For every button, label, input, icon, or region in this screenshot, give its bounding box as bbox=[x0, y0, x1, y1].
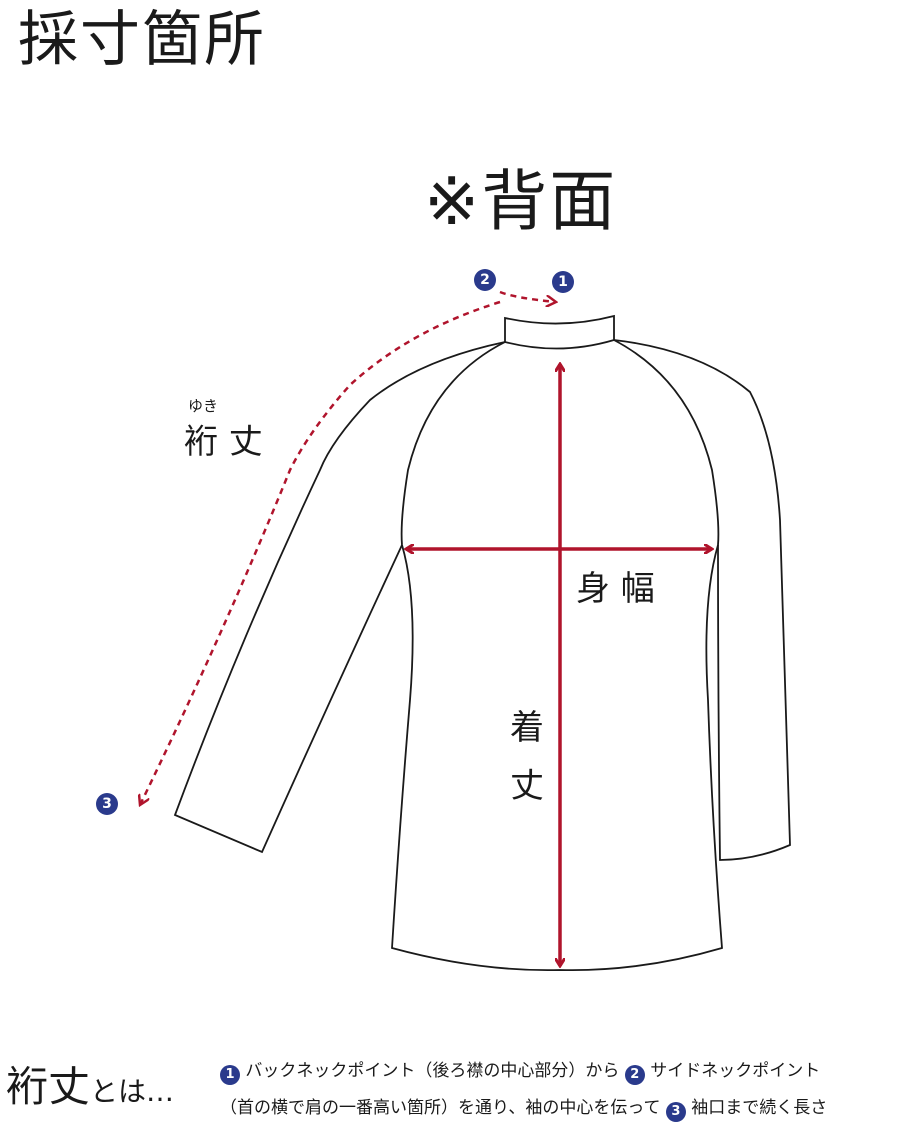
body-width-label: 身 幅 bbox=[576, 569, 655, 609]
body bbox=[391, 339, 723, 972]
point-2-badge: 2 bbox=[474, 269, 496, 291]
definition-line-2-a: （首の横で肩の一番高い箇所）を通り、袖の中心を伝って bbox=[220, 1098, 661, 1118]
definition-point-3-badge: 3 bbox=[665, 1102, 686, 1122]
definition-line-1-b: サイドネックポイント bbox=[650, 1061, 821, 1081]
body-length-label-2: 丈 bbox=[510, 766, 544, 806]
definition-line-2-b: 袖口まで続く長さ bbox=[691, 1098, 828, 1118]
sleeve-length-label: 裄 丈 bbox=[184, 422, 263, 462]
sleeve-measure-top bbox=[499, 290, 556, 302]
view-label: ※背面 bbox=[424, 163, 618, 240]
body-length-label-1: 着 bbox=[510, 708, 544, 748]
shirt-outline bbox=[173, 314, 791, 972]
collar bbox=[504, 314, 615, 350]
point-3-badge: 3 bbox=[96, 793, 118, 815]
definition-point-2-badge: 2 bbox=[624, 1065, 645, 1085]
sleeve-length-ruby: ゆき bbox=[188, 397, 219, 415]
definition-term: 裄丈 bbox=[6, 1062, 91, 1111]
definition-suffix: とは… bbox=[90, 1075, 175, 1108]
right-sleeve bbox=[613, 339, 791, 861]
definition-line-1: 1 バックネックポイント（後ろ襟の中心部分）から 2 サイドネックポイント bbox=[220, 1059, 820, 1085]
point-1-badge: 1 bbox=[552, 271, 574, 293]
definition-heading: 裄丈とは… bbox=[6, 1062, 174, 1117]
definition-line-2: （首の横で肩の一番高い箇所）を通り、袖の中心を伝って 3 袖口まで続く長さ bbox=[220, 1096, 827, 1122]
definition-line-1-a: バックネックポイント（後ろ襟の中心部分）から bbox=[245, 1061, 620, 1081]
page-title: 採寸箇所 bbox=[18, 5, 266, 75]
left-sleeve bbox=[173, 341, 506, 854]
sleeve-measure-line bbox=[140, 300, 501, 805]
definition-point-1-badge: 1 bbox=[220, 1065, 240, 1085]
